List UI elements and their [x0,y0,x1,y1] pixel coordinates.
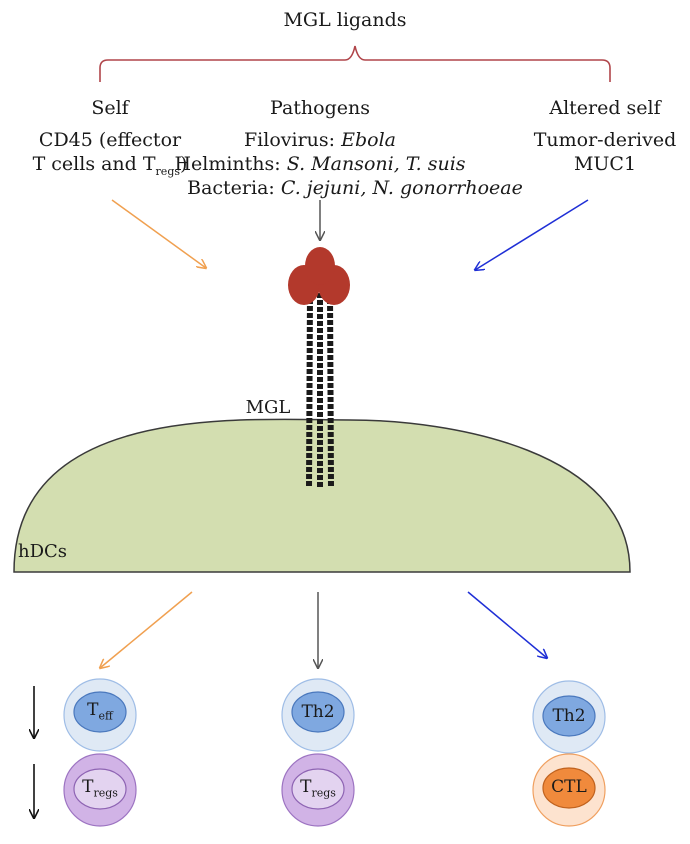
th2-right-label: Th2 [552,706,586,726]
cell-th2-middle [281,678,355,752]
th2-middle-label: Th2 [301,702,335,722]
pathogens-row2: Helminths: S. Mansoni, T. suis [174,153,466,175]
pathogens-row1: Filovirus: Ebola [244,129,396,151]
cell-tregs-middle [281,753,355,827]
hdc-label: hDCs [18,541,68,562]
altered-self-arrow [475,199,589,270]
self-line2: T cells and Tregs) [32,153,188,178]
ligand-brace [99,45,611,82]
cell-ctl [532,753,606,827]
mgl-receptor [288,247,350,489]
tregs-left-label: Tregs [82,777,118,800]
teff-label: Teff [87,700,113,723]
receptor-head-top [305,247,335,285]
pathogens-heading: Pathogens [270,97,370,119]
hdc-cell [13,418,631,573]
output-arrow-left [100,591,193,668]
pathogens-row3: Bacteria: C. jejuni, N. gonorrhoeae [187,177,523,199]
altered-line2: MUC1 [573,153,637,175]
output-arrow-right [467,591,547,658]
tregs-middle-label: Tregs [300,777,336,800]
altered-heading: Altered self [549,97,661,119]
ctl-label: CTL [551,777,587,797]
cell-th2-right [532,680,606,754]
self-heading: Self [91,97,129,119]
cell-tregs-left [63,753,137,827]
self-line1: CD45 (effector [38,129,182,151]
cell-teff [63,678,137,752]
mgl-label: MGL [245,397,291,418]
self-arrow [111,199,206,268]
title: MGL ligands [283,9,407,31]
altered-line1: Tumor-derived [533,129,677,151]
